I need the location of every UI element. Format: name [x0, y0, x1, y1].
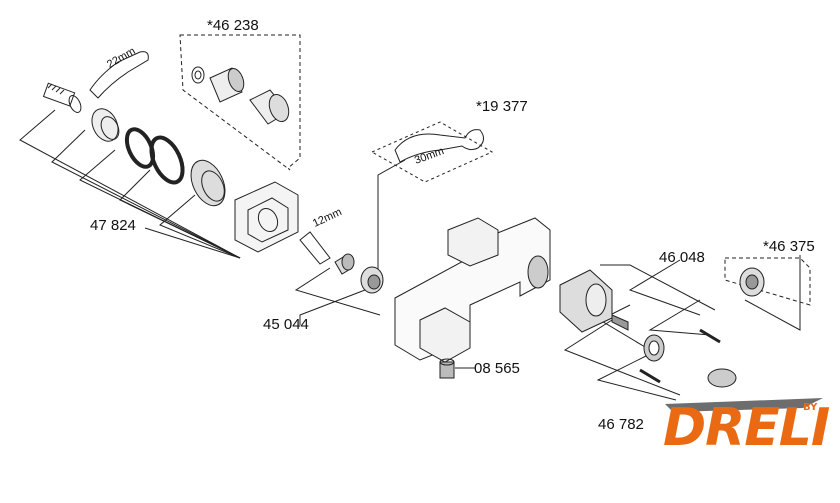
dashed-box-46238 [179, 34, 301, 171]
label-part-46048: 46 048 [659, 249, 705, 266]
connector-fitting-icon [334, 253, 355, 275]
handle-knob-icon [739, 267, 765, 297]
dashed-box-46375 [724, 257, 811, 306]
o-ring-large-icon [149, 135, 185, 185]
logo-text: DRELI [663, 398, 830, 458]
adapter-ring-icon [643, 334, 665, 362]
square-escutcheon-icon [234, 181, 299, 253]
label-part-45044: 45 044 [263, 316, 309, 333]
sleeve-icon [249, 89, 290, 125]
label-part-19377: *19 377 [476, 98, 528, 115]
screw-icon [639, 328, 721, 384]
label-part-46375: *46 375 [763, 238, 815, 255]
wrench-22mm-icon [89, 51, 149, 99]
valve-stem-icon [42, 82, 82, 113]
mixer-body-icon [394, 217, 551, 363]
thermostatic-cartridge-icon [559, 269, 629, 333]
aerator-icon [439, 358, 455, 379]
threaded-ring-icon [190, 159, 226, 207]
washer-icon [191, 66, 205, 84]
dashed-box-19377 [370, 121, 494, 183]
union-nut-icon [360, 266, 384, 294]
handle-cap-icon [707, 368, 737, 388]
label-part-46238: *46 238 [207, 17, 259, 34]
label-part-08565: 08 565 [474, 360, 520, 377]
label-part-47824: 47 824 [90, 217, 136, 234]
dreli-logo: DRELI BY [663, 396, 835, 460]
leader-lines [19, 109, 801, 401]
dreli-logo-swoosh-icon [665, 398, 823, 412]
label-part-46782: 46 782 [598, 416, 644, 433]
hex-key-12mm-icon [299, 231, 331, 265]
o-ring-small-icon [124, 127, 156, 169]
hex-nut-icon [91, 108, 120, 142]
logo-by: BY [803, 402, 818, 413]
wrench-30mm-icon [394, 129, 484, 163]
flow-cartridge-icon [209, 67, 245, 103]
